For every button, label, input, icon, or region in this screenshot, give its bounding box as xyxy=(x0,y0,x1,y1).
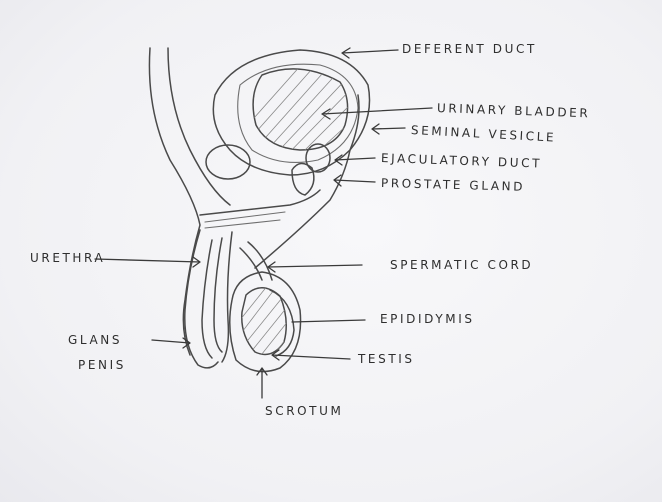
label-glans-line1: GLANS xyxy=(68,333,122,347)
deferent-duct-leader xyxy=(342,48,398,58)
penis-shaft-back xyxy=(222,232,232,362)
label-urethra: URETHRA xyxy=(30,251,105,265)
penis-shaft-inner xyxy=(202,240,212,358)
pubic-outline xyxy=(168,48,230,205)
spermatic-cord xyxy=(240,242,272,280)
testis xyxy=(242,288,286,355)
label-glans-line2: PENIS xyxy=(78,358,126,372)
urinary-bladder-leader xyxy=(322,108,432,119)
urethra-leader xyxy=(95,257,200,267)
urethra-shading xyxy=(205,212,285,228)
abdominal-wall-outline xyxy=(149,48,200,355)
scrotum-outline xyxy=(230,272,301,372)
glans-penis-leader xyxy=(152,338,190,348)
label-spermatic-cord: SPERMATIC CORD xyxy=(390,258,533,272)
label-testis: TESTIS xyxy=(358,352,415,366)
penis-shaft-outer xyxy=(185,230,218,368)
seminal-vesicle-leader xyxy=(372,124,405,134)
label-deferent-duct: DEFERENT DUCT xyxy=(402,42,537,56)
spermatic-cord-leader xyxy=(268,262,362,272)
label-scrotum: SCROTUM xyxy=(265,404,343,418)
urethra-channel xyxy=(214,238,222,352)
epididymis-leader xyxy=(292,320,365,322)
scrotum-leader xyxy=(257,368,267,398)
ejaculatory-duct-leader xyxy=(335,155,375,165)
prostate-gland-leader xyxy=(334,175,375,186)
label-epididymis: EPIDIDYMIS xyxy=(380,312,475,326)
